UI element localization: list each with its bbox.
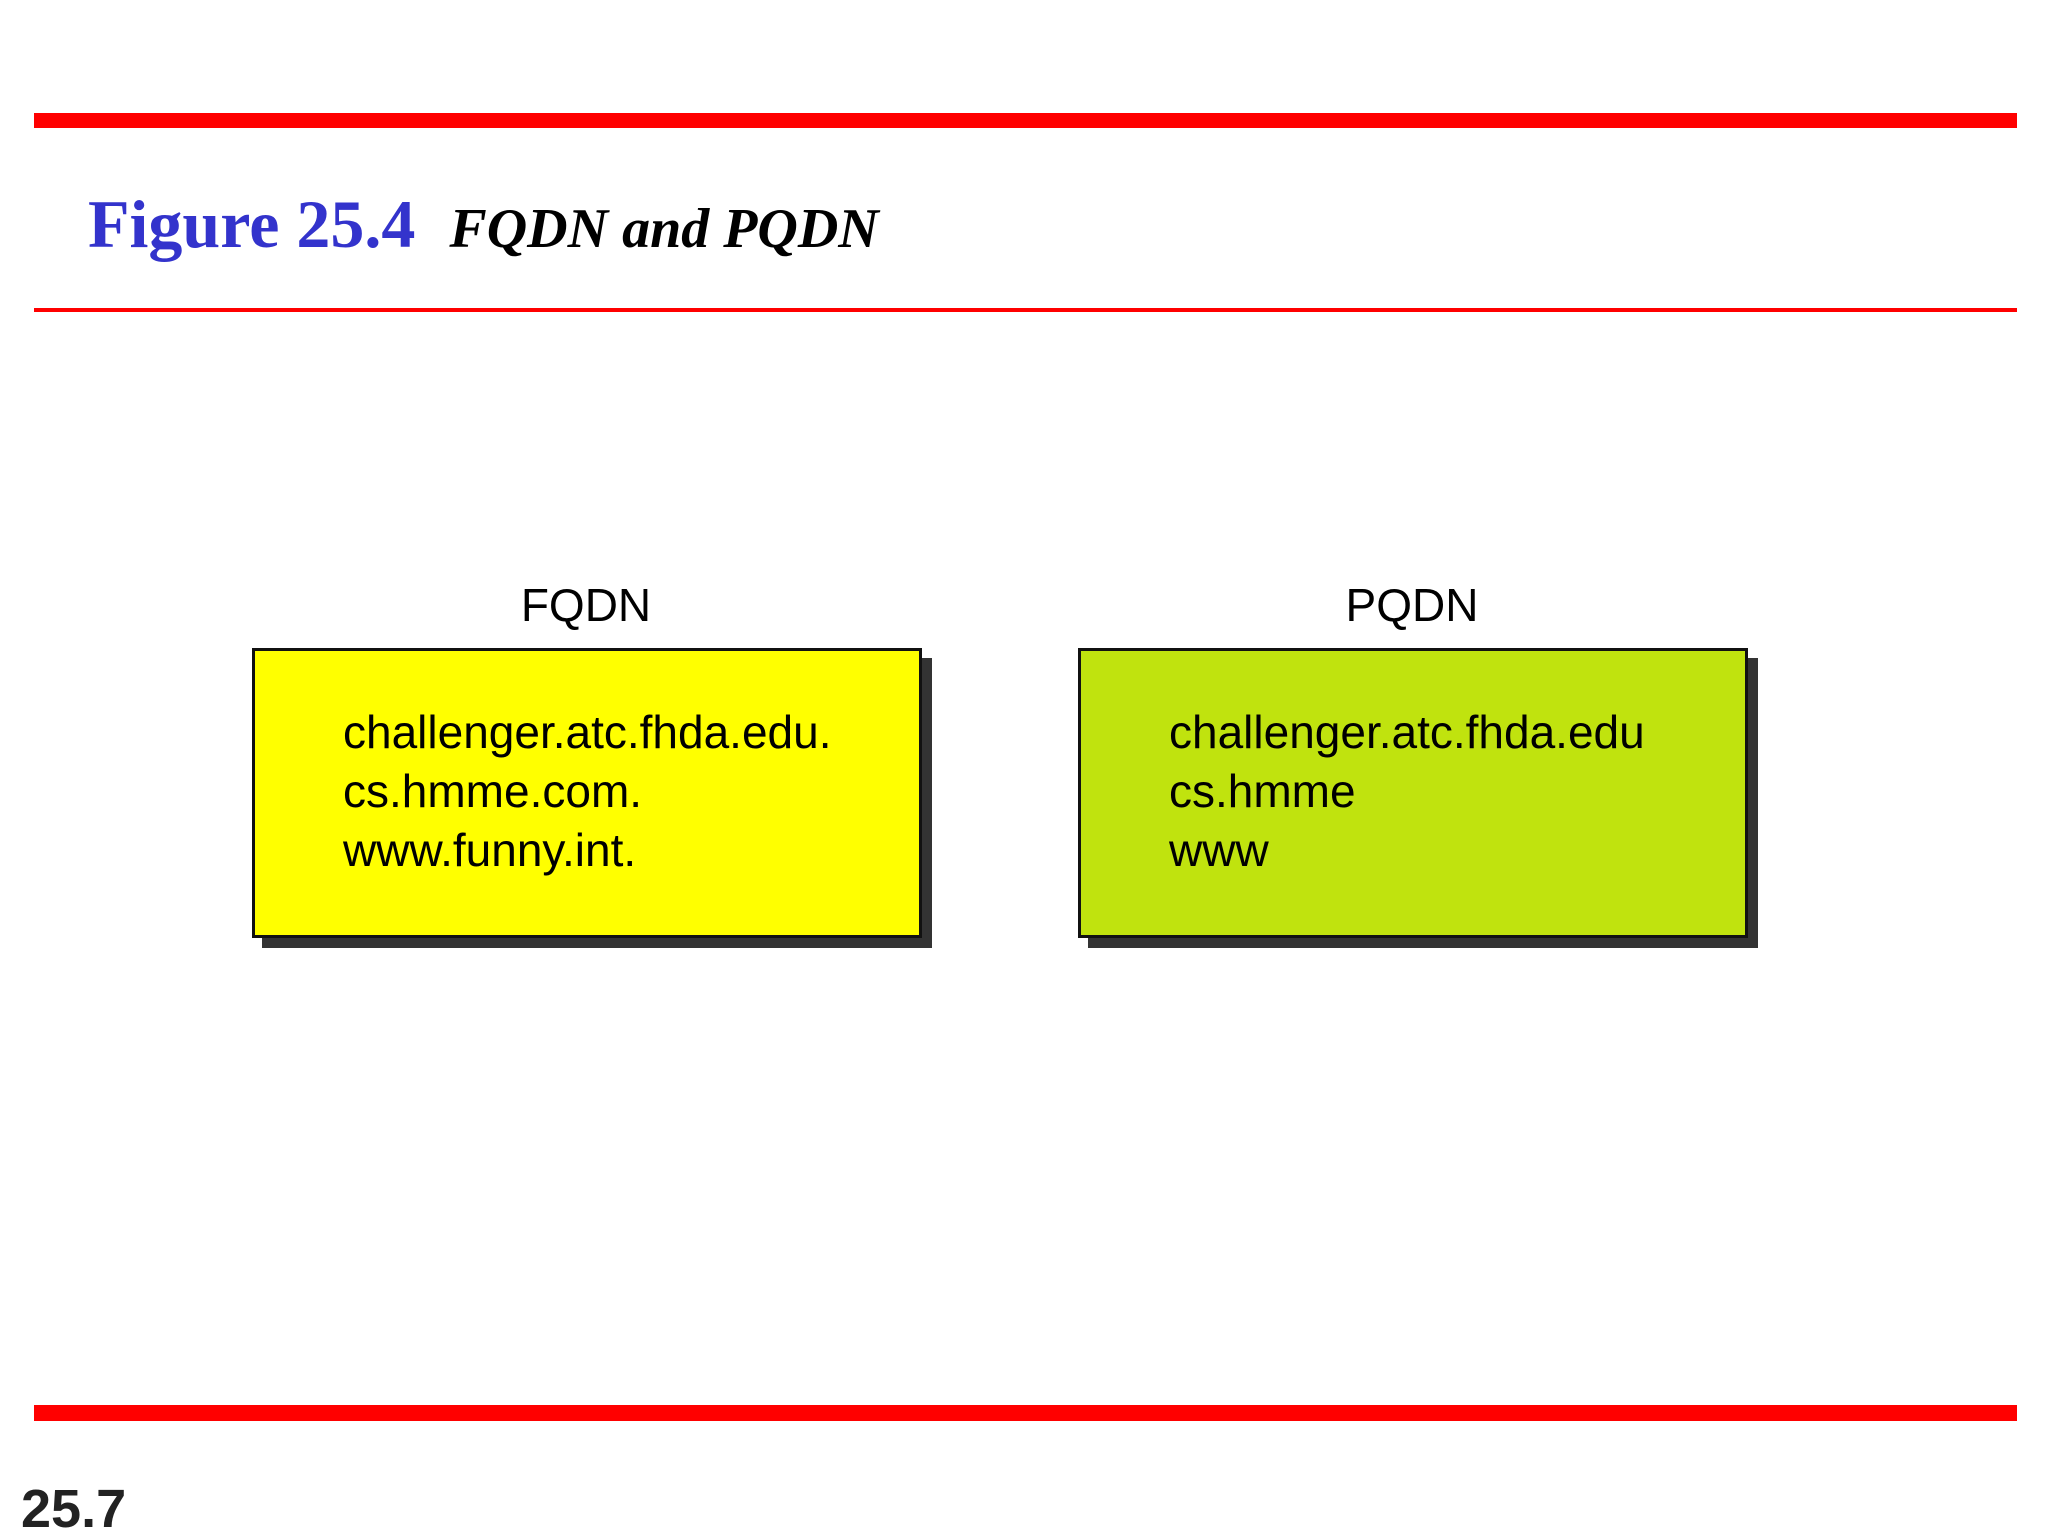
fqdn-name: cs.hmme.com. [343, 765, 643, 817]
top-rule [34, 113, 2017, 128]
page-number: 25.7 [21, 1479, 127, 1539]
pqdn-label: PQDN [1345, 579, 1479, 631]
title-divider [34, 308, 2017, 312]
fqdn-box: challenger.atc.fhda.edu. cs.hmme.com. ww… [252, 648, 922, 938]
fqdn-label: FQDN [520, 579, 652, 631]
pqdn-name: www [1169, 824, 1269, 876]
figure-caption: FQDN and PQDN [449, 198, 879, 260]
fqdn-name: challenger.atc.fhda.edu. [343, 706, 832, 758]
pqdn-box: challenger.atc.fhda.edu cs.hmme www [1078, 648, 1748, 938]
bottom-rule [34, 1405, 2017, 1421]
fqdn-name: www.funny.int. [343, 824, 637, 876]
figure-title: Figure 25.4 FQDN and PQDN [88, 185, 879, 264]
figure-number: Figure 25.4 [88, 186, 416, 262]
pqdn-name: challenger.atc.fhda.edu [1169, 706, 1645, 758]
pqdn-name: cs.hmme [1169, 765, 1356, 817]
